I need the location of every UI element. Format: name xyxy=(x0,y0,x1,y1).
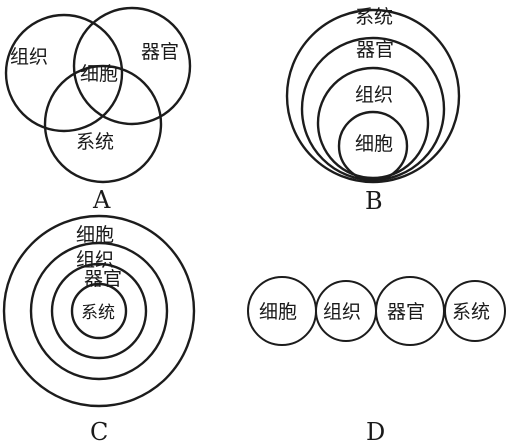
panel-letter-b: B xyxy=(365,187,383,215)
cell-label-d: 细胞 xyxy=(259,301,297,323)
cell-circle-b xyxy=(337,110,409,182)
system-circle-b xyxy=(285,8,461,184)
system-circle-a xyxy=(43,64,163,184)
tissue-label-a: 组织 xyxy=(10,46,48,68)
organ-label-b: 器官 xyxy=(356,39,394,61)
organ-circle-c xyxy=(50,262,148,360)
cell-circle-c xyxy=(2,214,196,408)
organ-label-a: 器官 xyxy=(141,41,179,63)
tissue-label-c: 组织 xyxy=(76,249,114,271)
panel-a: 组织 器官 细胞 系统 A xyxy=(4,6,192,214)
tissue-circle-b xyxy=(316,66,430,180)
system-label-c: 系统 xyxy=(81,303,115,323)
system-label-d: 系统 xyxy=(452,301,490,323)
organ-circle-a xyxy=(72,6,192,126)
panel-letter-a: A xyxy=(92,186,111,214)
system-label-b: 系统 xyxy=(355,6,393,28)
system-label-a: 系统 xyxy=(76,131,114,153)
organ-label-d: 器官 xyxy=(387,301,425,323)
panel-letter-c: C xyxy=(90,418,108,446)
system-circle-d xyxy=(444,280,506,342)
panel-d: 细胞 组织 器官 系统 D xyxy=(247,276,506,446)
panel-c: 细胞 组织 器官 系统 C xyxy=(2,214,196,446)
organ-label-c: 器官 xyxy=(84,268,122,290)
cell-label-b: 细胞 xyxy=(355,133,393,155)
panel-b: 系统 器官 组织 细胞 B xyxy=(285,6,461,215)
tissue-label-d: 组织 xyxy=(323,301,361,323)
panel-letter-d: D xyxy=(366,418,385,446)
tissue-circle-c xyxy=(29,241,169,381)
cell-label-a: 细胞 xyxy=(80,63,118,85)
system-circle-c xyxy=(70,282,128,340)
cell-label-c: 细胞 xyxy=(76,224,114,246)
tissue-circle-a xyxy=(4,13,124,133)
tissue-label-b: 组织 xyxy=(355,84,393,106)
